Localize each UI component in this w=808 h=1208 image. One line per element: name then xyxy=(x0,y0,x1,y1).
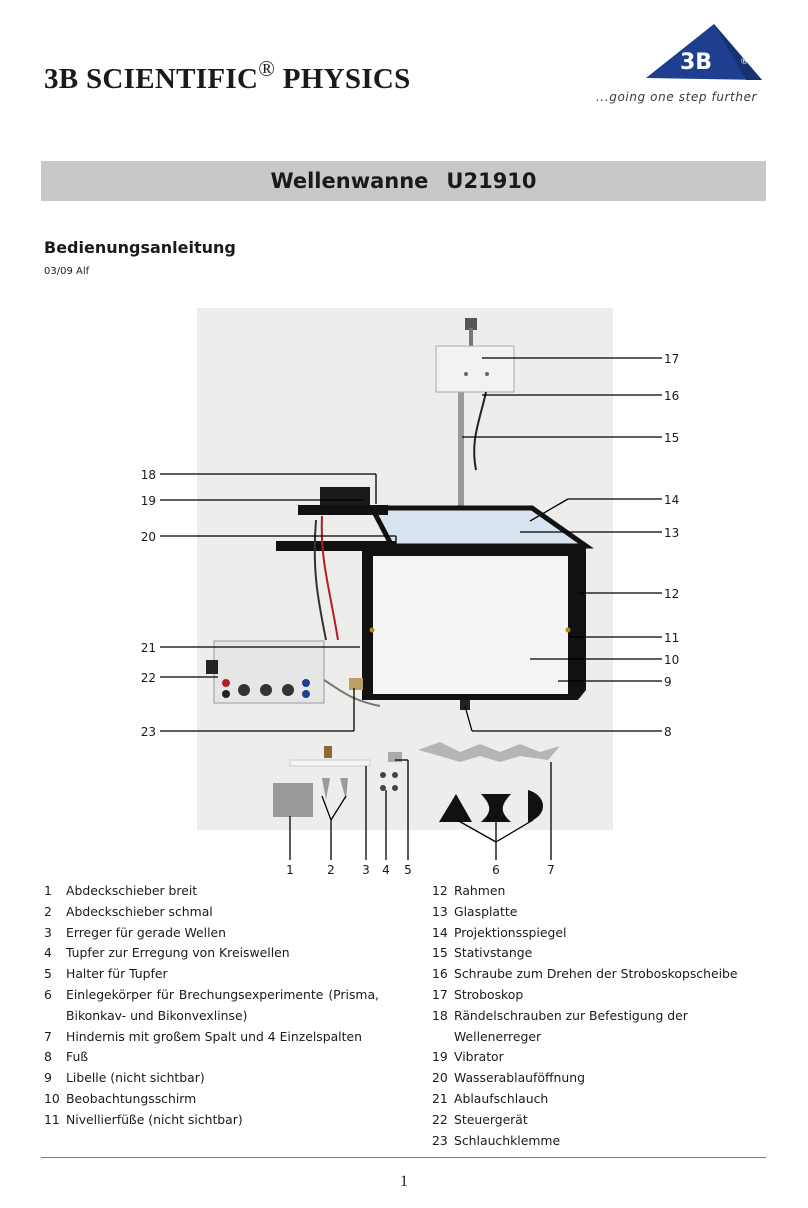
revision-date: 03/09 Alf xyxy=(44,266,90,277)
callout-12: 12 xyxy=(664,587,679,601)
callout-20: 20 xyxy=(141,530,156,544)
straight-wave-exciter xyxy=(289,759,371,767)
callout-23: 23 xyxy=(141,725,156,739)
foot xyxy=(460,700,470,710)
callout-11: 11 xyxy=(664,631,679,645)
callout-2: 2 xyxy=(327,863,335,877)
callout-6: 6 xyxy=(492,863,500,877)
logo-text: 3B xyxy=(680,50,712,75)
logo-tagline: ...going one step further xyxy=(596,90,758,104)
prism xyxy=(439,794,472,822)
callout-14: 14 xyxy=(664,493,679,507)
stand-rod xyxy=(458,382,464,512)
document-title-bar: Wellenwanne U21910 xyxy=(41,161,766,201)
callout-5: 5 xyxy=(404,863,412,877)
biconcave-lens xyxy=(481,794,511,822)
biconvex-lens xyxy=(528,790,543,822)
observation-screen xyxy=(373,556,568,694)
3b-logo: 3B ® xyxy=(644,20,766,82)
footer-divider xyxy=(41,1157,766,1158)
callout-13: 13 xyxy=(664,526,679,540)
callout-16: 16 xyxy=(664,389,679,403)
callout-8: 8 xyxy=(664,725,672,739)
callout-4: 4 xyxy=(382,863,390,877)
strobe-knob xyxy=(465,318,477,330)
dipper xyxy=(380,772,386,778)
hose-clamp xyxy=(349,678,363,690)
obstacle xyxy=(418,742,560,762)
callout-18: 18 xyxy=(141,468,156,482)
callout-22: 22 xyxy=(141,671,156,685)
callout-15: 15 xyxy=(664,431,679,445)
callout-9: 9 xyxy=(664,675,672,689)
page-number: 1 xyxy=(400,1173,408,1190)
subtitle: Bedienungsanleitung xyxy=(44,238,236,257)
callout-10: 10 xyxy=(664,653,679,667)
cover-slider-wide xyxy=(273,783,313,817)
dipper-holder xyxy=(388,752,402,762)
stroboscope xyxy=(435,345,515,393)
callout-21: 21 xyxy=(141,641,156,655)
document-title: Wellenwanne xyxy=(270,169,429,193)
cover-slider-narrow xyxy=(322,778,330,800)
logo-mark: ® xyxy=(740,57,749,67)
callout-19: 19 xyxy=(141,494,156,508)
callout-3: 3 xyxy=(362,863,370,877)
callout-7: 7 xyxy=(547,863,555,877)
callout-17: 17 xyxy=(664,352,679,366)
callout-1: 1 xyxy=(286,863,294,877)
glass-plate xyxy=(367,505,594,549)
product-code: U21910 xyxy=(446,169,537,193)
brand-title: 3B SCIENTIFIC® PHYSICS xyxy=(44,56,411,95)
apparatus-figure: 17 16 15 14 13 12 11 10 9 8 18 19 20 21 … xyxy=(141,318,679,877)
